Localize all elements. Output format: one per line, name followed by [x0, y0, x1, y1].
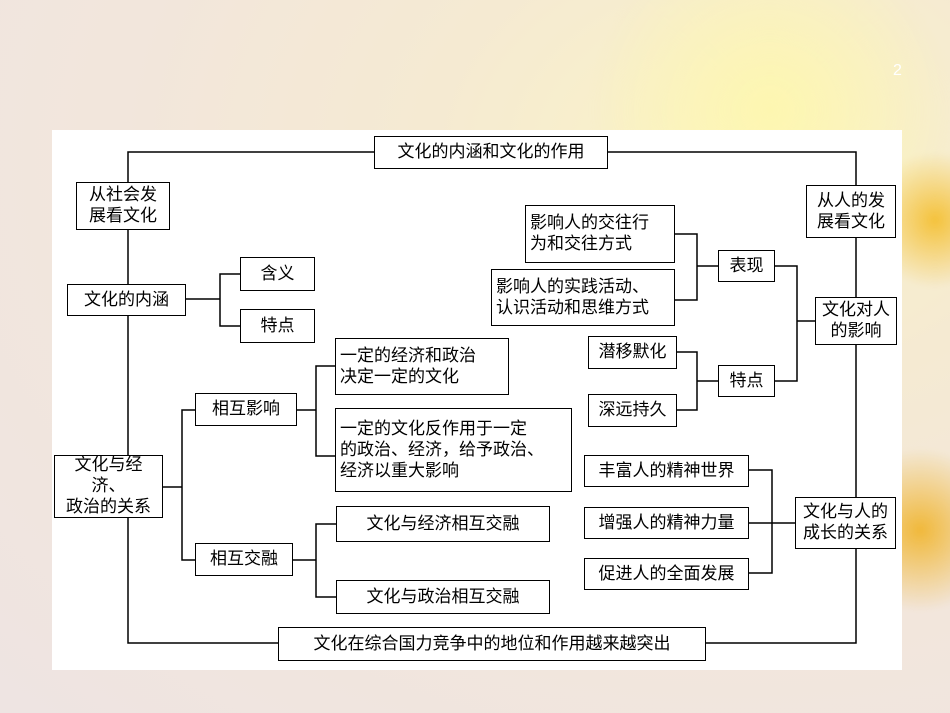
node-qianyimohua: 潜移默化	[588, 336, 677, 369]
node-shenyuanchijiu: 深远持久	[588, 394, 677, 427]
node-wenhua-neihan: 文化的内涵	[67, 284, 186, 316]
node-enrich-spirit: 丰富人的精神世界	[584, 455, 749, 487]
node-tedian-right: 特点	[718, 365, 775, 397]
node-right-root: 从人的发 展看文化	[806, 185, 896, 238]
node-growth-relation: 文化与人的 成长的关系	[795, 497, 896, 549]
node-practice-activity: 影响人的实践活动、 认识活动和思维方式	[491, 269, 675, 326]
slide-number: 2	[893, 62, 902, 79]
node-determine-culture: 一定的经济和政治 决定一定的文化	[335, 338, 509, 395]
node-interaction-behavior: 影响人的交往行 为和交往方式	[525, 205, 675, 263]
node-biaoxian: 表现	[718, 250, 775, 282]
node-culture-influence-person: 文化对人 的影响	[815, 297, 897, 345]
node-reaction-culture: 一定的文化反作用于一定 的政治、经济，给予政治、 经济以重大影响	[335, 408, 572, 492]
node-mutual-influence: 相互影响	[195, 393, 297, 426]
node-politics-blend: 文化与政治相互交融	[336, 580, 550, 614]
node-bottom-title: 文化在综合国力竞争中的地位和作用越来越突出	[278, 627, 706, 661]
node-hanyi: 含义	[240, 257, 315, 291]
node-top-title: 文化的内涵和文化的作用	[374, 136, 608, 169]
node-left-root: 从社会发 展看文化	[76, 182, 170, 230]
node-economy-blend: 文化与经济相互交融	[336, 506, 550, 542]
node-strengthen-spirit: 增强人的精神力量	[584, 507, 749, 539]
node-mutual-blend: 相互交融	[195, 543, 293, 576]
node-tedian-left: 特点	[240, 309, 315, 343]
node-economy-politics-relation: 文化与经济、 政治的关系	[54, 455, 163, 518]
node-promote-development: 促进人的全面发展	[584, 558, 749, 590]
